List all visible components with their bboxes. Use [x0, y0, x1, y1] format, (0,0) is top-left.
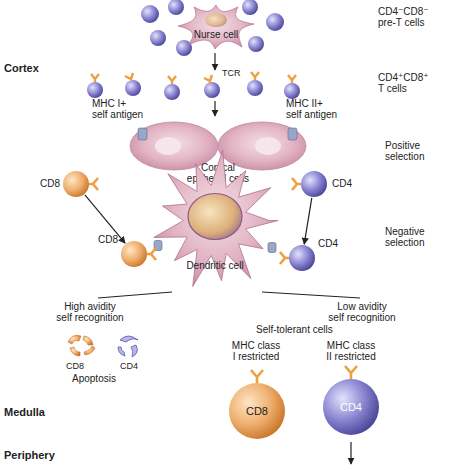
- tcr-symbol: [147, 248, 156, 260]
- t-cell-shape: [229, 383, 285, 439]
- annotation-label: MHC II+ self antigen: [286, 98, 358, 120]
- cell-nucleus: [188, 194, 242, 240]
- annotation-label: High avidity self recognition: [40, 301, 140, 323]
- annotation-label: CD4⁻CD8⁻ pre-T cells: [378, 6, 440, 28]
- flow-arrow: [350, 442, 351, 464]
- mhc-molecule: [268, 243, 276, 253]
- tcr-symbol: [288, 75, 296, 83]
- node-outline: [150, 148, 280, 293]
- cell-node: Dendritic cell: [150, 148, 280, 293]
- tcr-symbol: [280, 252, 289, 264]
- t-cell: [125, 80, 141, 96]
- cell-node: CD4: [322, 378, 380, 436]
- node-outline: [300, 170, 328, 198]
- cell-fragment: [131, 345, 137, 357]
- node-label: CD4: [332, 178, 362, 189]
- mhc-molecule: [138, 128, 147, 140]
- flow-arrow: [214, 53, 215, 70]
- annotation-label: MHC class I restricted: [224, 340, 288, 362]
- node-label: CD4: [318, 238, 348, 249]
- tcr-symbol: [89, 178, 98, 190]
- cell-node: CD8: [120, 240, 148, 268]
- apoptotic-fragments: [68, 335, 138, 357]
- t-cell-shape: [63, 171, 89, 197]
- t-cell: [204, 82, 220, 98]
- cell-fragment: [120, 336, 138, 342]
- cell-node: CD8: [228, 382, 286, 440]
- t-cell-shape: [301, 171, 327, 197]
- node-label: CD8: [90, 234, 118, 245]
- node-label: CD8: [228, 405, 286, 417]
- node-label: Dendritic cell: [160, 260, 270, 271]
- pre-t-cells: [141, 0, 284, 56]
- tcr-symbol: [292, 178, 301, 190]
- dendritic-cell-shape: [154, 151, 278, 287]
- annotation-label: MHC I+ self antigen: [92, 98, 162, 120]
- tcr-symbol: [91, 74, 99, 82]
- node-outline: [62, 170, 90, 198]
- mhc-molecule: [288, 128, 297, 140]
- region-label: Medulla: [4, 406, 64, 418]
- t-cell-shape: [289, 245, 315, 271]
- cell-node: Nurse cell: [175, 2, 257, 50]
- annotation-label: CD8: [66, 361, 96, 371]
- leader-line: [262, 292, 360, 298]
- tcr-symbol: [204, 75, 212, 83]
- pre-t-cell: [141, 5, 159, 23]
- annotation-label: TCR: [222, 68, 252, 78]
- t-cell-shape: [323, 379, 379, 435]
- tcr-symbol: [168, 76, 176, 84]
- node-outline: [288, 244, 316, 272]
- cell-fragment: [83, 336, 93, 345]
- node-label: CD4: [322, 401, 380, 413]
- node-label: CD8: [30, 178, 60, 189]
- annotation-label: Negative selection: [385, 226, 445, 248]
- tcr-symbol: [125, 73, 133, 80]
- pre-t-cell: [266, 13, 284, 31]
- cell-node: CD4: [300, 170, 328, 198]
- flow-arrow: [214, 101, 215, 116]
- annotation-label: Positive selection: [385, 140, 445, 162]
- region-label: Periphery: [4, 449, 74, 461]
- region-label: Cortex: [4, 62, 64, 74]
- cell-fragment: [70, 347, 80, 356]
- t-cell: [284, 83, 300, 99]
- cell-fragment: [68, 335, 81, 344]
- pre-t-cell: [242, 0, 258, 15]
- cell-node: CD8: [62, 170, 90, 198]
- tcr-symbol: [345, 366, 357, 379]
- cell-nucleus: [255, 137, 281, 155]
- double-positive-cells: [87, 72, 300, 100]
- selection-arrow: [304, 198, 312, 244]
- node-label: Nurse cell: [175, 29, 257, 40]
- t-cell-shape: [121, 241, 147, 267]
- node-outline: [175, 2, 257, 50]
- annotation-label: CD4: [120, 361, 150, 371]
- nurse-cell-shape: [178, 5, 254, 49]
- tcr-symbol: [251, 370, 263, 383]
- tcr-symbol: [251, 72, 259, 80]
- t-cell: [247, 80, 263, 96]
- annotation-label: Low avidity self recognition: [312, 301, 412, 323]
- t-cell: [164, 84, 180, 100]
- annotation-label: Self-tolerant cells: [256, 324, 366, 335]
- annotation-label: Apoptosis: [72, 373, 142, 384]
- cell-nucleus: [205, 13, 227, 27]
- cell-node: CD4: [288, 244, 316, 272]
- cell-fragment: [118, 347, 125, 356]
- leader-line: [98, 292, 172, 298]
- pre-t-cell: [168, 0, 184, 15]
- cell-nucleus: [155, 137, 181, 155]
- pre-t-cell: [248, 36, 264, 52]
- t-cell: [87, 82, 103, 98]
- cell-fragment: [84, 346, 95, 355]
- pre-t-cell: [150, 30, 166, 46]
- annotation-label: CD4⁺CD8⁺ T cells: [378, 72, 440, 94]
- annotation-label: MHC class II restricted: [318, 340, 384, 362]
- node-outline: [120, 240, 148, 268]
